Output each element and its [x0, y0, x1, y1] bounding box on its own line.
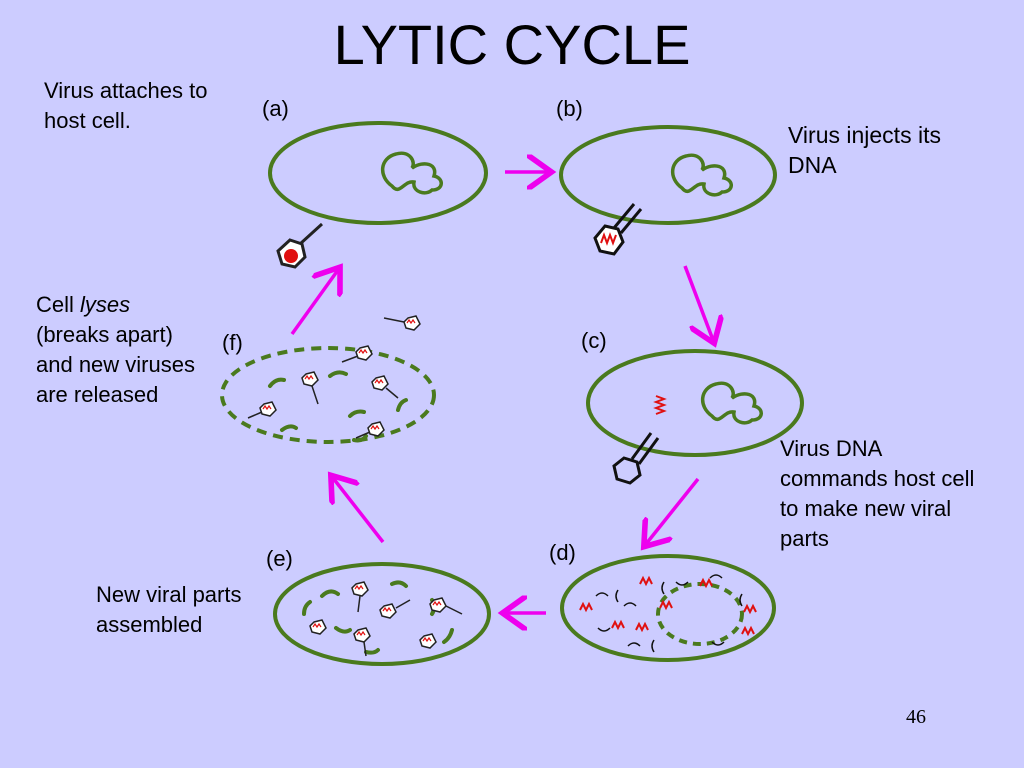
cell-membrane	[559, 125, 777, 225]
cell-membrane	[586, 349, 804, 457]
viral-dna-icon	[653, 395, 667, 415]
note-line: Virus injects its	[788, 122, 941, 148]
note-line: Virus attaches to	[44, 78, 208, 103]
note-virus-attaches: Virus attaches to host cell.	[44, 76, 207, 136]
note-line: New viral parts	[96, 582, 242, 607]
assembled-viruses-icon	[309, 581, 463, 657]
virus-injecting-icon	[593, 203, 643, 256]
stage-label-a: (a)	[262, 96, 289, 121]
stage-label-e: (e)	[266, 546, 293, 571]
stage-c-cell	[586, 349, 804, 485]
arrow-c-to-d	[646, 477, 700, 544]
stage-d-cell	[560, 554, 776, 662]
slide-title: LYTIC CYCLE	[333, 13, 691, 76]
host-fragments-icon	[268, 370, 408, 443]
arrow-f-to-a	[290, 270, 338, 336]
note-line: are released	[36, 382, 159, 407]
stage-label-c: (c)	[581, 328, 607, 353]
host-dna-icon	[671, 153, 733, 197]
note-line: host cell.	[44, 108, 131, 133]
note-virus-injects: Virus injects its DNA	[788, 120, 941, 180]
note-line: (breaks apart)	[36, 322, 173, 347]
stage-f-cell	[220, 315, 436, 444]
note-line: parts	[780, 526, 829, 551]
cell-membrane	[560, 554, 776, 662]
cell-membrane	[273, 562, 491, 666]
stage-label-f: (f)	[222, 330, 243, 355]
stage-b-cell	[559, 125, 777, 256]
lysing-cell-membrane	[220, 346, 436, 444]
virus-icon	[276, 222, 324, 269]
stage-label-d: (d)	[549, 540, 576, 565]
stage-a-cell	[268, 121, 488, 269]
slide-number: 46	[906, 706, 926, 728]
arrow-e-to-f	[333, 478, 385, 544]
note-line: to make new viral	[780, 496, 952, 521]
released-viruses-icon	[247, 315, 421, 439]
viral-dna-fragments-icon	[579, 575, 757, 637]
cell-membrane	[268, 121, 488, 225]
note-line: Virus DNA	[780, 436, 883, 461]
viral-part-fragments-icon	[595, 574, 743, 653]
cycle-arrows	[290, 172, 713, 613]
arrow-b-to-c	[683, 265, 713, 340]
host-dna-icon	[381, 151, 443, 195]
note-italic-lyses: lyses	[80, 292, 131, 317]
note-cell-lyses: Cell lyses (breaks apart) and new viruse…	[36, 290, 195, 410]
stage-label-b: (b)	[556, 96, 583, 121]
stage-e-cell	[273, 562, 491, 666]
note-line: commands host cell	[780, 466, 975, 491]
host-dna-icon	[701, 381, 763, 425]
note-line: and new viruses	[36, 352, 195, 377]
note-virus-dna-commands: Virus DNA commands host cell to make new…	[780, 434, 974, 554]
empty-virus-capsid-icon	[612, 432, 660, 485]
note-line: assembled	[96, 612, 203, 637]
note-line-lyses: Cell lyses	[36, 290, 195, 320]
degraded-host-dna-icon	[656, 582, 744, 646]
note-text: Cell	[36, 292, 81, 317]
note-parts-assembled: New viral parts assembled	[96, 580, 241, 640]
note-line: DNA	[788, 152, 837, 178]
